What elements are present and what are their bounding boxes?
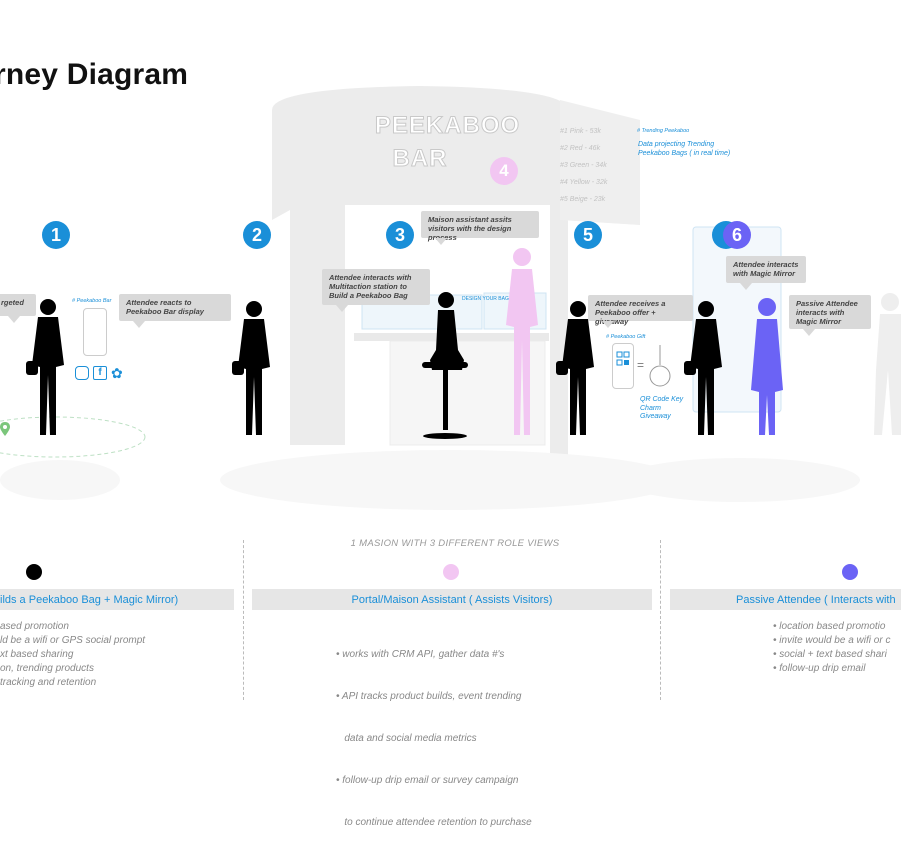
maison-assistant-silhouette bbox=[506, 248, 538, 435]
list-item: ld be a wifi or GPS social prompt bbox=[0, 635, 146, 646]
page-title: rney Diagram bbox=[0, 58, 189, 91]
callout-targeted: rgeted bbox=[0, 294, 36, 323]
list-item: tracking and retention bbox=[0, 677, 97, 688]
step-badge-4: 4 bbox=[490, 157, 518, 185]
list-item: • location based promotio bbox=[773, 621, 886, 632]
equals-glyph: = bbox=[637, 358, 645, 372]
instagram-icon bbox=[75, 366, 89, 380]
divider-left bbox=[243, 540, 244, 700]
design-bag-label: DESIGN YOUR BAG bbox=[462, 296, 509, 302]
twitter-icon: ✿ bbox=[111, 365, 123, 381]
role-band-maison: Portal/Maison Assistant ( Assists Visito… bbox=[252, 589, 652, 610]
list-item: • invite would be a wifi or c bbox=[773, 635, 891, 646]
role-label-passive: Passive Attendee ( Interacts with bbox=[736, 593, 896, 606]
step-badge-3: 3 bbox=[386, 221, 414, 249]
peekaboo-gift-tag: # Peekaboo Gift bbox=[606, 334, 646, 340]
role-dot-passive bbox=[842, 564, 858, 580]
role-views-label: 1 MASION WITH 3 DIFFERENT ROLE VIEWS bbox=[350, 538, 560, 549]
list-item: to continue attendee retention to purcha… bbox=[336, 817, 532, 828]
trending-item-1: #1 Pink - 53k bbox=[560, 128, 601, 135]
callout-passive: Passive Attendee interacts with Magic Mi… bbox=[789, 295, 871, 336]
location-pin-icon bbox=[0, 422, 10, 436]
step-badge-1: 1 bbox=[42, 221, 70, 249]
callout-maison: Maison assistant assits visitors with th… bbox=[421, 211, 539, 245]
attendee-silhouette-6 bbox=[684, 301, 722, 435]
list-item: • API tracks product builds, event trend… bbox=[336, 691, 522, 702]
list-item: • social + text based shari bbox=[773, 649, 887, 660]
qr-giveaway-note: QR Code Key Charm Giveaway bbox=[640, 396, 684, 420]
list-item: • works with CRM API, gather data #'s bbox=[336, 649, 505, 660]
peekaboo-bar-tag: # Peekaboo Bar bbox=[72, 298, 112, 304]
role-bullets-passive: • location based promotio • invite would… bbox=[773, 620, 890, 676]
list-item: • follow-up drip email bbox=[773, 663, 866, 674]
callout-mirror: Attendee interacts with Magic Mirror bbox=[726, 256, 806, 290]
step-badge-2: 2 bbox=[243, 221, 271, 249]
role-bullets-attendee: ased promotion ld be a wifi or GPS socia… bbox=[0, 620, 145, 690]
qr-code-icon bbox=[616, 351, 630, 366]
facebook-icon: f bbox=[93, 366, 107, 380]
phone-mockup bbox=[83, 308, 107, 356]
trending-item-3: #3 Green - 34k bbox=[560, 162, 607, 169]
key-charm-icon bbox=[649, 345, 671, 387]
list-item: xt based sharing bbox=[0, 649, 74, 660]
booth-sign-line1: PEEKABOO bbox=[374, 112, 521, 140]
list-item: ased promotion bbox=[0, 621, 69, 632]
callout-offer: Attendee receives a Peekaboo offer + giv… bbox=[588, 295, 693, 328]
attendee-silhouette-2 bbox=[232, 301, 270, 435]
trending-tag: # Trending Peekaboo bbox=[637, 128, 690, 134]
callout-multitaction: Attendee interacts with Multitaction sta… bbox=[322, 269, 430, 312]
attendee-silhouette-1 bbox=[26, 299, 64, 435]
trending-item-2: #2 Red - 46k bbox=[560, 145, 601, 152]
passive-attendee-silhouette bbox=[751, 298, 783, 435]
step-badge-5: 5 bbox=[574, 221, 602, 249]
trending-data-note: Data projecting Trending Peekaboo Bags (… bbox=[638, 141, 731, 157]
step-badge-6: 6 bbox=[723, 221, 751, 249]
role-band-passive: Passive Attendee ( Interacts with bbox=[670, 589, 901, 610]
trending-item-5: #5 Beige - 23k bbox=[560, 196, 606, 203]
role-label-attendee: ilds a Peekaboo Bag + Magic Mirror) bbox=[0, 593, 179, 606]
role-dot-maison bbox=[443, 564, 459, 580]
role-dot-attendee bbox=[26, 564, 42, 580]
list-item: on, trending products bbox=[0, 663, 94, 674]
divider-right bbox=[660, 540, 661, 700]
role-band-attendee: ilds a Peekaboo Bag + Magic Mirror) bbox=[0, 589, 234, 610]
trending-item-4: #4 Yellow - 32k bbox=[560, 179, 608, 186]
attendee-silhouette-5 bbox=[556, 301, 594, 435]
role-bullets-maison: • works with CRM API, gather data #'s • … bbox=[336, 620, 532, 844]
list-item: data and social media metrics bbox=[336, 733, 477, 744]
phone-gift-mockup bbox=[612, 343, 634, 389]
background-silhouette bbox=[874, 293, 901, 435]
booth-sign-line2: BAR bbox=[392, 145, 448, 173]
list-item: • follow-up drip email or survey campaig… bbox=[336, 775, 519, 786]
callout-reacts: Attendee reacts to Peekaboo Bar display bbox=[119, 294, 231, 328]
role-label-maison: Portal/Maison Assistant ( Assists Visito… bbox=[351, 593, 553, 606]
attendee-silhouette-3 bbox=[422, 292, 468, 439]
